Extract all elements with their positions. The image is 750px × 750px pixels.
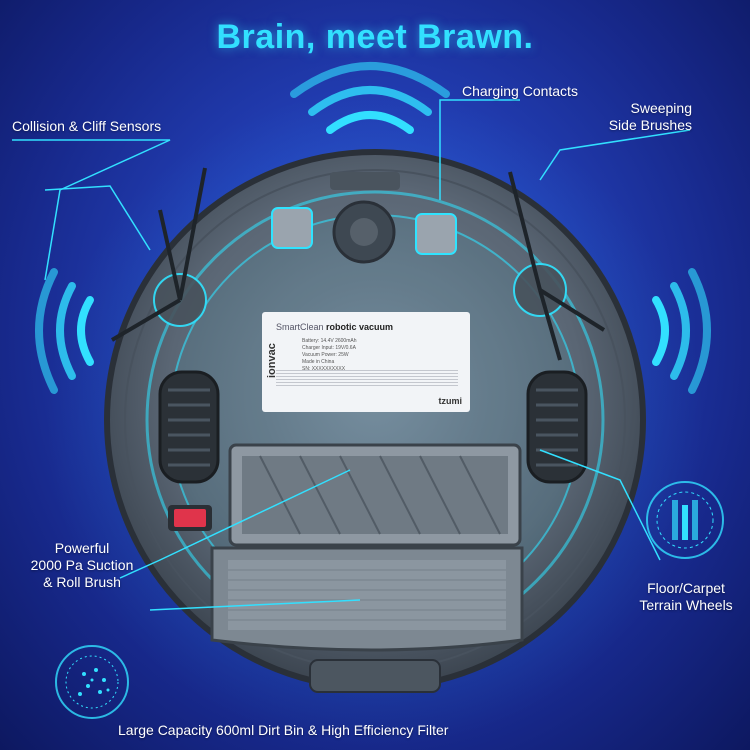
- callout-suction-line3: & Roll Brush: [43, 574, 121, 590]
- charging-contact-left: [271, 207, 313, 249]
- dirt-bin-filter: [228, 560, 506, 630]
- label-charger: Charger Input: 19V/0.6A: [302, 345, 356, 351]
- brush-bristle: [538, 288, 606, 332]
- wheel-treads: [168, 388, 578, 467]
- label-power: Vacuum Power: 25W: [302, 352, 349, 358]
- brush-bristle: [508, 171, 542, 291]
- bin-handle: [309, 659, 441, 693]
- wheel-left: [158, 370, 220, 484]
- front-caster-hub: [350, 218, 378, 246]
- headline: Brain, meet Brawn.: [216, 18, 534, 56]
- signal-arcs-top: [290, 62, 450, 134]
- callout-sweeping: Sweeping Side Brushes: [600, 100, 692, 134]
- label-brand-corner: tzumi: [438, 396, 463, 406]
- dust-icon: [55, 645, 129, 719]
- label-brand-small: SmartClean: [276, 322, 324, 332]
- device-label: SmartClean robotic vacuum Battery: 14.4V…: [262, 312, 470, 412]
- callout-charging: Charging Contacts: [462, 83, 578, 99]
- callout-collision: Collision & Cliff Sensors: [12, 118, 162, 134]
- callout-sweeping-line1: Sweeping: [630, 100, 693, 116]
- label-sn: SN: XXXXXXXXXX: [302, 366, 346, 372]
- label-battery: Battery: 14.4V 2600mAh: [302, 338, 357, 344]
- terrain-icon: [646, 481, 724, 559]
- callout-dirtbin: Large Capacity 600ml Dirt Bin & High Eff…: [118, 722, 449, 738]
- power-switch: [174, 509, 206, 527]
- bumper-sensor: [330, 172, 400, 190]
- charging-contact-right: [415, 213, 457, 255]
- filter-mesh: [228, 569, 506, 621]
- label-brand-side: ionvac: [266, 343, 278, 378]
- signal-arcs-left: [35, 268, 94, 394]
- label-fine-print: [276, 370, 458, 386]
- wheel-right: [526, 370, 588, 484]
- label-product: robotic vacuum: [326, 322, 394, 332]
- signal-arcs-right: [652, 268, 711, 394]
- callout-sweeping-line2: Side Brushes: [608, 117, 692, 133]
- callout-wheels-line1: Floor/Carpet: [647, 580, 725, 596]
- roll-brush: [242, 456, 508, 534]
- roll-brush-bristles: [259, 455, 501, 535]
- callout-wheels: Floor/Carpet Terrain Wheels: [626, 580, 746, 614]
- callout-suction-line2: 2000 Pa Suction: [30, 557, 134, 573]
- callout-suction-line1: Powerful: [54, 540, 110, 556]
- label-made: Made in China: [302, 359, 335, 365]
- callout-lines: [12, 99, 691, 611]
- brush-bristle: [538, 289, 562, 361]
- callout-wheels-line2: Terrain Wheels: [639, 597, 733, 613]
- brush-bristle: [110, 298, 182, 342]
- brush-bristle: [178, 167, 207, 301]
- callout-suction: Powerful 2000 Pa Suction & Roll Brush: [22, 540, 142, 591]
- label-title: SmartClean robotic vacuum: [276, 322, 393, 332]
- brush-bristle: [158, 209, 182, 301]
